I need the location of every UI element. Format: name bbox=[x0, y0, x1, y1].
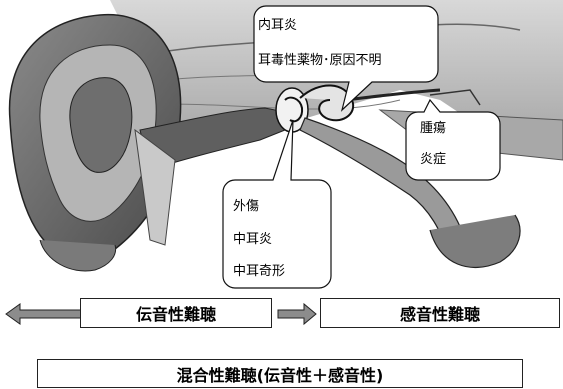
inner-ear-label-1: 内耳炎 bbox=[258, 19, 297, 32]
left-arrow bbox=[4, 302, 84, 326]
conductive-hearing-loss-box: 伝音性難聴 bbox=[80, 298, 272, 328]
right-arrow bbox=[276, 302, 318, 326]
retrocochlear-label-2: 炎症 bbox=[420, 153, 446, 166]
retrocochlear-label-1: 腫瘍 bbox=[420, 122, 446, 135]
middle-ear-label-2: 中耳炎 bbox=[233, 233, 272, 246]
inner-ear-label-2: 耳毒性薬物･原因不明 bbox=[258, 54, 382, 67]
mixed-hearing-loss-box: 混合性難聴(伝音性＋感音性) bbox=[37, 359, 523, 388]
middle-ear-label-1: 外傷 bbox=[233, 200, 259, 213]
sensorineural-hearing-loss-box: 感音性難聴 bbox=[320, 298, 560, 328]
middle-ear-label-3: 中耳奇形 bbox=[233, 265, 285, 278]
